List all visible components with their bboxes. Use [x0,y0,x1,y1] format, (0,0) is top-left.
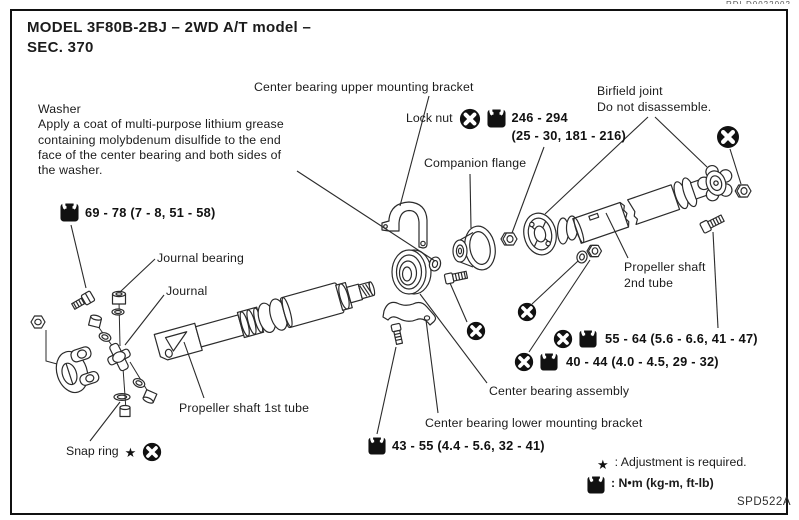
page-title-line1: MODEL 3F80B-2BJ – 2WD A/T model – [27,19,312,36]
torque-row-bracket-bolt: 43 - 55 (4.4 - 5.6, 32 - 41) [368,437,545,455]
torque-value: 43 - 55 (4.4 - 5.6, 32 - 41) [392,438,545,453]
non-reusable-icon [142,442,162,462]
torque-row-washer-bolt: 69 - 78 (7 - 8, 51 - 58) [60,203,215,222]
torque-value: 69 - 78 (7 - 8, 51 - 58) [85,205,216,220]
torque-value: 55 - 64 (5.6 - 6.6, 41 - 47) [605,331,758,346]
center-bearing-drawing [391,249,432,295]
label-journal: Journal [166,284,208,298]
label-lower-bracket: Center bearing lower mounting bracket [425,416,643,430]
torque-icon [540,353,558,371]
cropped-reference-text: RDI D0022002 [726,0,791,4]
propeller-shaft-2nd-tube-drawing [572,164,733,244]
torque-value: 40 - 44 (4.0 - 4.5, 29 - 32) [566,354,719,369]
label-birfield-joint: Birfield joint Do not disassemble. [597,84,712,114]
label-shaft-2nd-tube: Propeller shaft 2nd tube [624,260,706,290]
label-journal-bearing: Journal bearing [157,251,245,265]
nut-drawing [30,315,46,329]
torque-value: 246 - 294 [511,110,568,125]
flange-yoke-drawing [55,346,100,394]
torque-icon [60,203,79,222]
label-shaft-1st-tube: Propeller shaft 1st tube [179,401,310,415]
bolt-drawing [699,214,725,234]
torque-row-bearing-nut: 40 - 44 (4.0 - 4.5, 29 - 32) [514,352,719,372]
page-border [10,9,788,515]
journal-parts-drawing [87,290,158,418]
torque-icon [486,109,506,128]
page-title-line2: SEC. 370 [27,39,94,56]
label-companion-flange: Companion flange [424,156,527,170]
label-center-bearing-assembly: Center bearing assembly [489,384,630,398]
torque-row-shaft-bolt: 55 - 64 (5.6 - 6.6, 41 - 47) [553,329,758,349]
nut-drawing [586,244,603,258]
washer-drawing [428,256,442,272]
non-reusable-icon [517,302,537,322]
leader-lines [70,95,742,442]
washer-drawing [576,250,588,264]
nut-drawing [734,184,752,198]
non-reusable-icon [716,125,740,149]
legend-torque-units: : N•m (kg-m, ft-lb) [587,476,714,494]
star-icon: ★ [124,445,137,460]
snap-ring-callout: Snap ring ★ [66,442,162,462]
torque-icon [587,476,605,494]
legend-adjustment: ★ : Adjustment is required. [597,455,747,474]
snap-ring-drawing [113,392,131,402]
bolt-drawing [71,290,96,310]
label-snap-ring: Snap ring [66,444,119,458]
torque-icon [368,437,386,455]
torque-value-sub: (25 - 30, 181 - 216) [511,128,627,143]
propeller-shaft-1st-tube-drawing [153,281,376,361]
bracket-bolt-drawing [390,322,404,345]
legend-units-text: : N•m (kg-m, ft-lb) [611,476,714,490]
star-icon: ★ [597,457,609,472]
figure-code: SPD522A [737,496,792,508]
companion-flange-drawing [452,225,496,271]
non-reusable-icon [466,321,486,341]
lock-nut-drawing [500,232,518,246]
journal-cross-drawing [107,342,131,372]
legend-adjustment-text: : Adjustment is required. [614,455,747,469]
front-joint-flange-drawing [523,212,557,256]
lock-nut-callout: Lock nut 246 - 294 (25 - 30, 181 - 216) [406,108,626,145]
non-reusable-icon [553,329,573,349]
non-reusable-icon [459,108,481,130]
label-upper-bracket: Center bearing upper mounting bracket [254,80,474,94]
washer-note: Washer Apply a coat of multi-purpose lit… [38,102,284,178]
flange-bolt-drawing [443,270,469,285]
lower-bracket-drawing [382,301,437,326]
label-lock-nut: Lock nut [406,111,453,125]
torque-icon [579,330,597,348]
birfield-joint-drawing [697,164,733,202]
non-reusable-icon [514,352,534,372]
